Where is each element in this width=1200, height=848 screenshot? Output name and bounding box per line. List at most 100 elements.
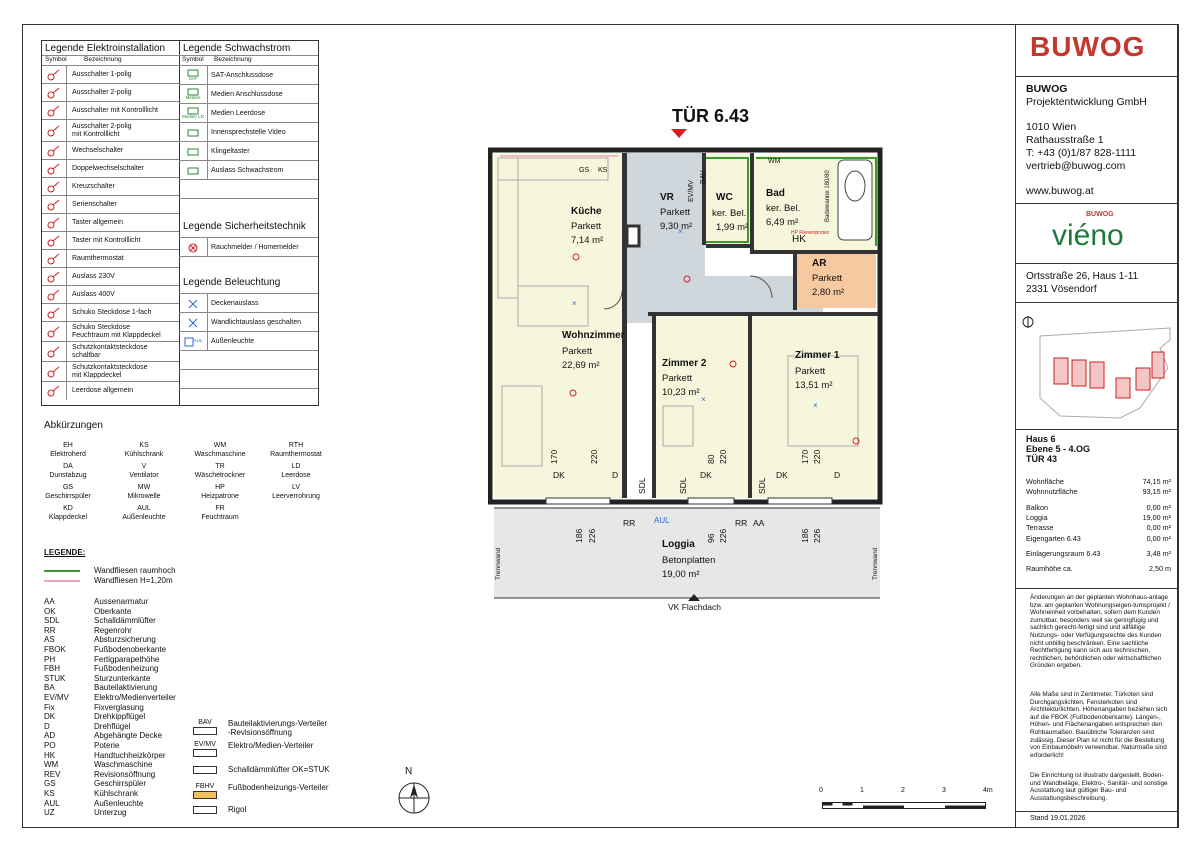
abbr-code: WM [213, 442, 227, 449]
legend-schwach-label: SAT-Anschlussdose [211, 71, 274, 79]
legend-elektro-label: Serienschalter [72, 201, 117, 209]
col-bezeichnung: Bezeichnung [84, 56, 122, 63]
legend-elektro-row: Ausschalter 2-polig [42, 83, 179, 102]
switch-symbol-icon [42, 268, 67, 286]
legend-elektro-label: Schutzkontaktsteckdose mit Klappdeckel [72, 364, 148, 379]
legend-elektro-row: Schutzkontaktsteckdose schaltbar [42, 341, 179, 362]
legend-beleuchtung-row: Deckenauslass [179, 293, 318, 313]
abbr-code: TR [215, 463, 225, 470]
legende-symbol-row: Rigol [192, 805, 352, 825]
label-rr-2: RR [735, 518, 748, 528]
abbr-text: Kühlschrank [124, 450, 164, 458]
legend-schwach-label: Auslass Schwachstrom [211, 166, 284, 174]
tile-line-swatch [44, 580, 80, 582]
scale-tick: 0 [819, 787, 823, 794]
legende-line-row: Wandfliesen raumhoch [44, 566, 244, 576]
dim-220-2: 220 [718, 449, 728, 464]
legende-abbr-text: Revisionsöffnung [94, 769, 156, 779]
legend-elektro-label: Taster mit Kontrolllicht [72, 237, 141, 245]
legende-abbr-code: RR [44, 625, 56, 635]
legend-schwach-label: Innensprechstelle Video [211, 128, 286, 136]
legend-elektro-row: Kreuzschalter [42, 177, 179, 196]
company-line: 1010 Wien [1026, 121, 1077, 134]
area-value: 3,48 m² [1146, 548, 1171, 558]
legende-abbr-code: AUL [44, 798, 60, 808]
switch-symbol-icon [42, 286, 67, 304]
legende-abbr-text: Aussenarmatur [94, 597, 149, 606]
legend-elektro-label: Schuko Steckdose 1-fach [72, 309, 152, 317]
legend-symbol-box [193, 727, 217, 735]
dim-186-2: 186 [800, 528, 810, 543]
legende-symbol-tag: FBHV [195, 783, 215, 790]
scale-tick: 4m [983, 787, 993, 794]
legend-schwach-label: Medien Leerdose [211, 109, 266, 117]
label-vk: VK Flachdach [668, 602, 721, 612]
legende-title: LEGENDE: [44, 548, 86, 557]
legend-symbol-box [193, 806, 217, 814]
legende-abbr-code: PH [44, 654, 56, 664]
vk-arrow-icon [688, 594, 700, 601]
legende-abbr-text: Sturzunterkante [94, 673, 151, 683]
company-line: Rathausstraße 1 [1026, 134, 1104, 147]
abbr-code: AUL [137, 505, 151, 512]
area-label: Loggia [1026, 512, 1048, 522]
col-bezeichnung-2: Bezeichnung [214, 56, 252, 63]
col-symbol: Symbol [45, 56, 67, 63]
page-frame [22, 24, 1179, 828]
legende-abbr-code: GS [44, 779, 56, 789]
legende-abbr-code: WM [44, 760, 59, 770]
label-sdl-2: SDL [678, 477, 688, 494]
entrance-arrow-icon [671, 129, 687, 138]
abbr-text: Ventilator [129, 471, 159, 479]
legend-beleuchtung-label: Außenleuchte [211, 337, 255, 345]
area-label: Eigengarten 6.43 [1026, 533, 1081, 543]
legend-elektro-label: Leerdose allgemein [72, 387, 134, 395]
legend-schwach-row: Innensprechstelle Video [179, 122, 318, 142]
legende-abbr-code: Fix [44, 702, 55, 712]
abbr-code: MW [137, 484, 151, 491]
legende-abbr-text: Drehflügel [94, 721, 131, 731]
media-symbol-icon: Medien LD [179, 104, 208, 123]
legende-abbr-code: HK [44, 750, 56, 760]
company-line: Projektentwicklung GmbH [1026, 95, 1147, 108]
switch-symbol-icon [42, 214, 67, 232]
legend-elektro-row: Taster mit Kontrolllicht [42, 231, 179, 250]
legend-elektro-row: Schuko Steckdose Feuchtraum mit Klappdec… [42, 321, 179, 342]
switch-symbol-icon [42, 160, 67, 178]
legend-elektro-row: Taster allgemein [42, 213, 179, 232]
label-trennwand-right: Trennwand [872, 547, 879, 580]
area-label: Balkon [1026, 502, 1048, 512]
legend-beleuchtung-row: Wandlichtauslass geschalten [179, 312, 318, 332]
legende-abbr-text: Kühlschrank [94, 789, 139, 798]
legend-elektro-row: Schuko Steckdose 1-fach [42, 303, 179, 322]
abbr-text: Mikrowelle [127, 492, 161, 500]
area-value: 2,50 m [1149, 564, 1171, 574]
label-bav: BAV [700, 170, 707, 185]
legende-abbr-text: Absturzsicherung [94, 635, 156, 645]
legende-abbr-code: AS [44, 635, 55, 645]
switch-symbol-icon [42, 66, 67, 84]
abbr-text: Feuchtraum [201, 513, 239, 521]
label-hk: HK [792, 234, 806, 245]
legend-elektro-row: Ausschalter 1-polig [42, 65, 179, 84]
legend-elektro-label: Ausschalter 1-polig [72, 71, 132, 79]
label-rr-1: RR [623, 518, 636, 528]
area-value: 0,00 m² [1146, 523, 1171, 533]
area-value: 74,15 m² [1142, 477, 1171, 486]
legend-schwach-label: Klingeltaster [211, 147, 250, 155]
